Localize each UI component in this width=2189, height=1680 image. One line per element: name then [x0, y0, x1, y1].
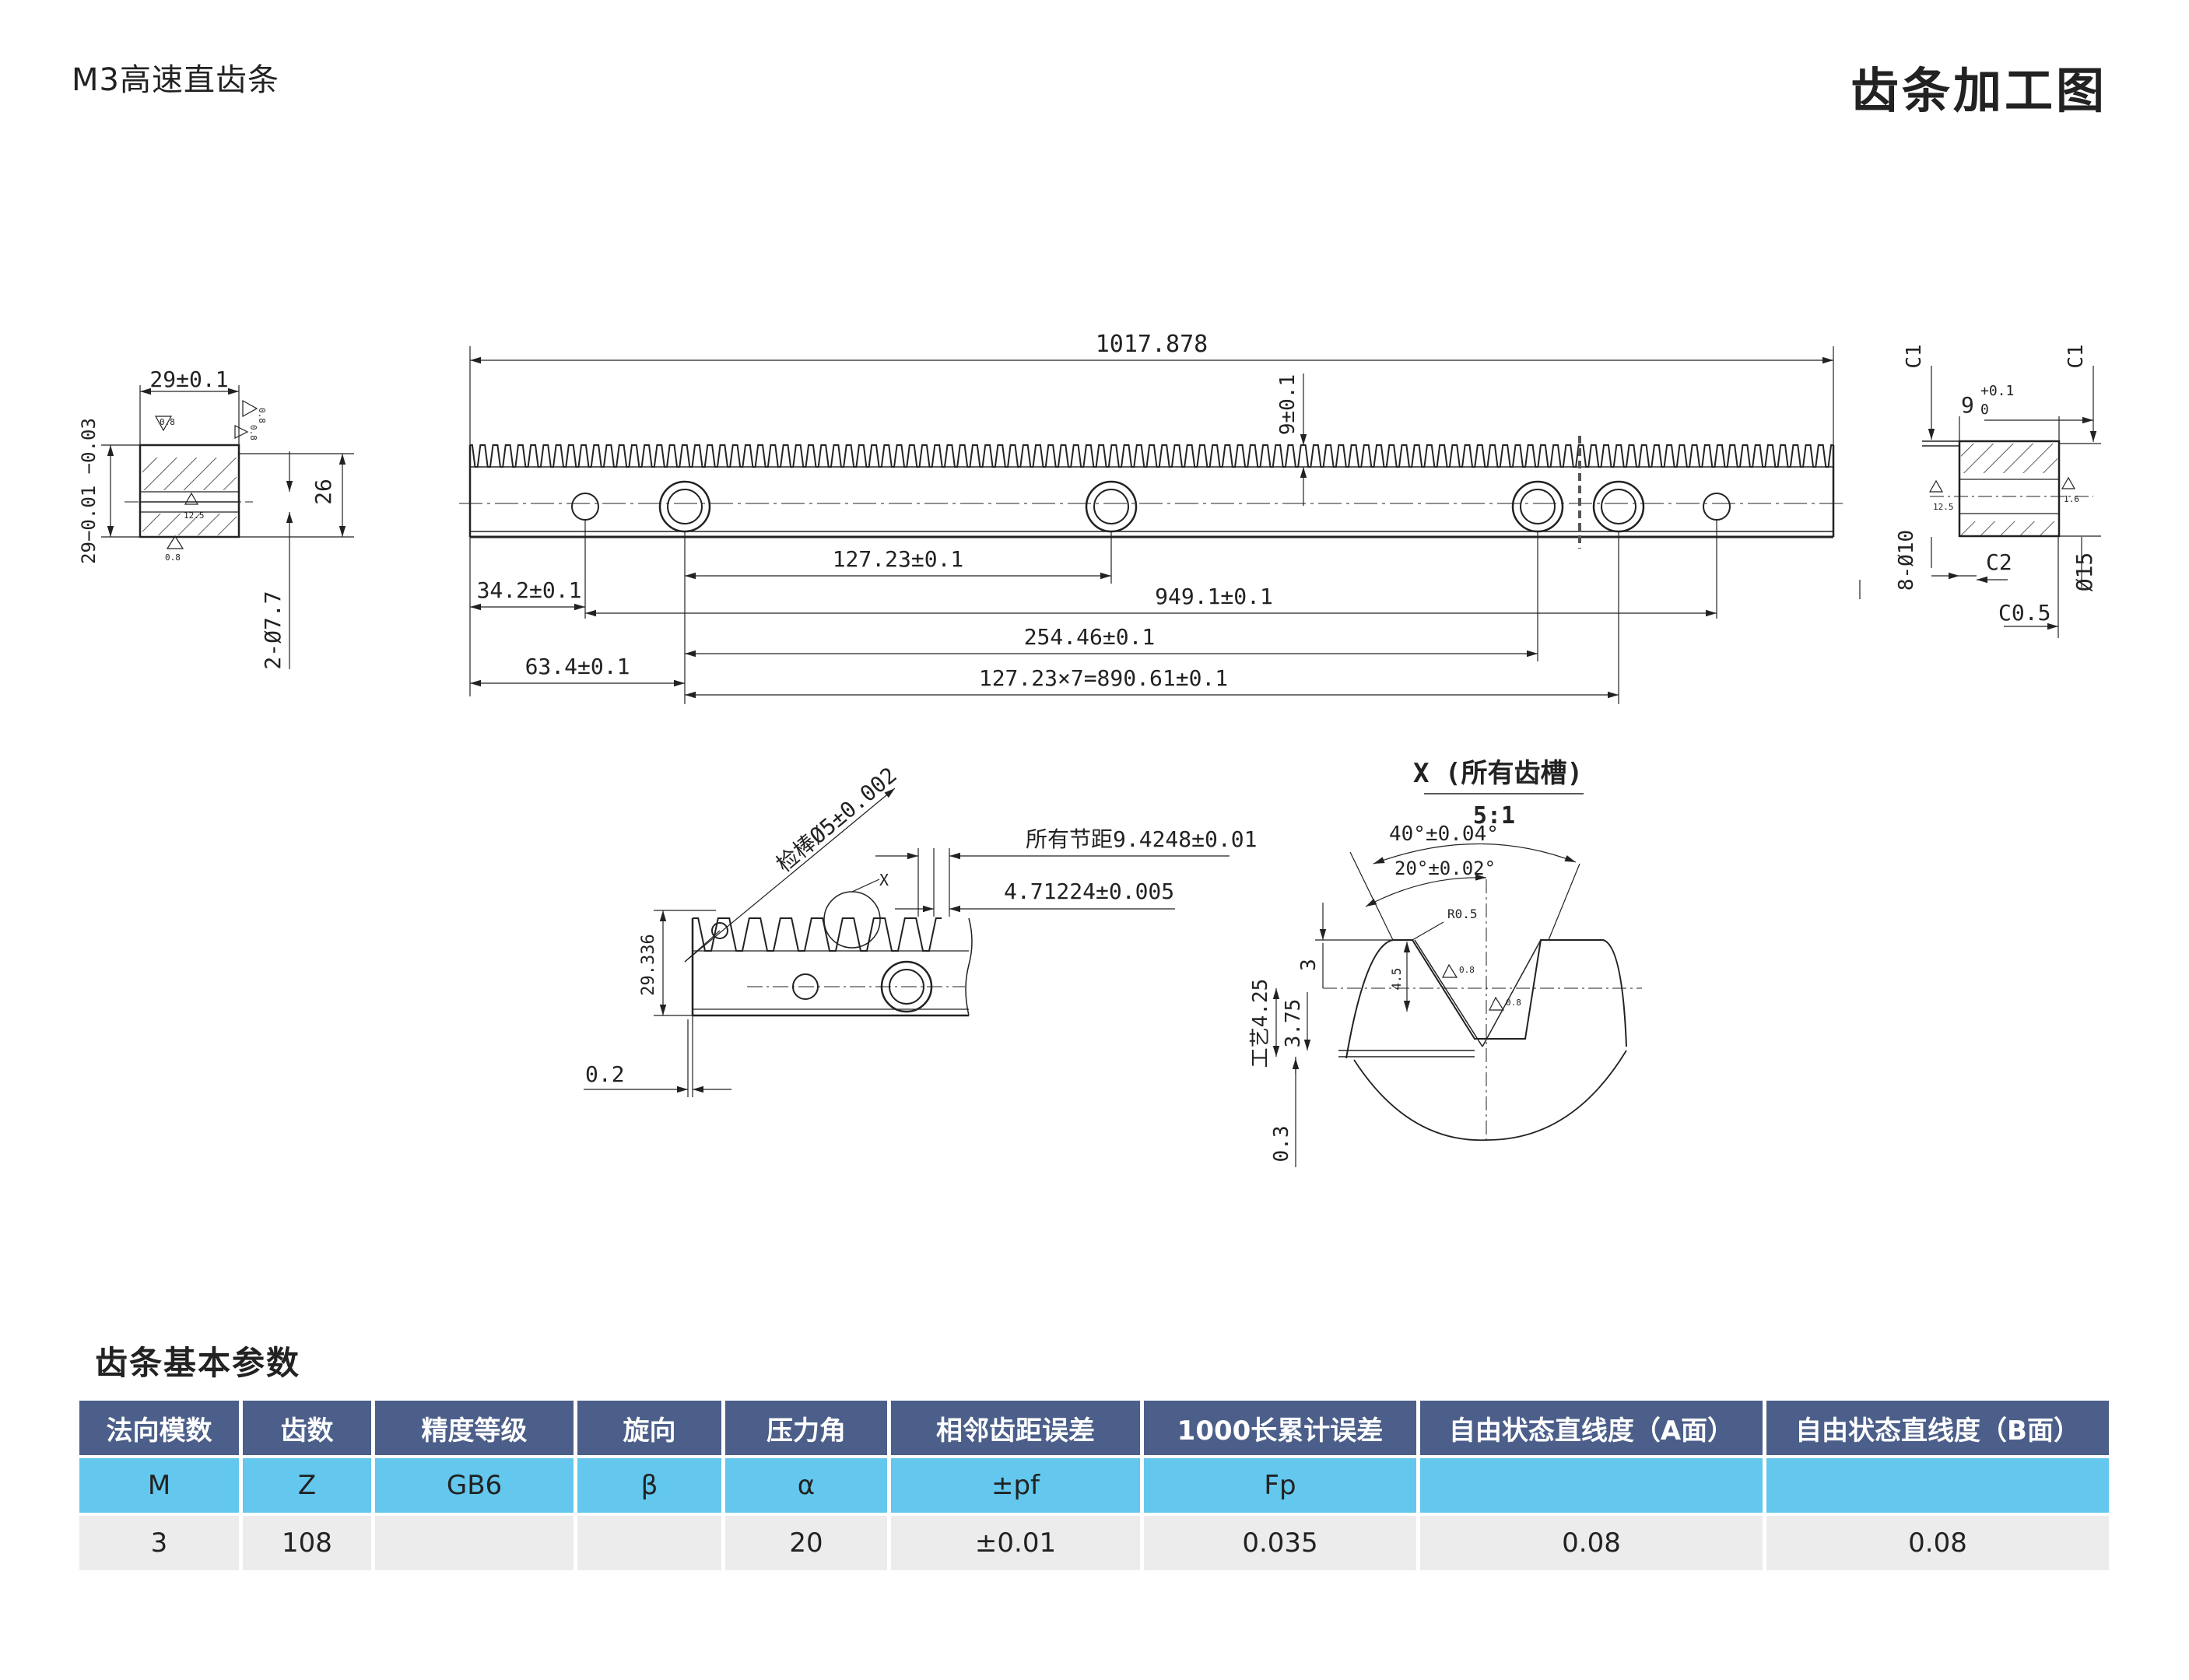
table-cell — [1420, 1458, 1763, 1513]
tooth-detail: X (所有齿槽) 5:1 40°±0.04° 20°±0.02° R0.5 4.… — [1249, 758, 1642, 1167]
roughness-mark: 0.8 — [160, 417, 175, 427]
tooth-detail-title: X (所有齿槽) — [1413, 758, 1583, 789]
table-cell: α — [725, 1458, 887, 1513]
end-hole-dim: 8-Ø10 — [1895, 530, 1918, 591]
roughness-mark: 12.5 — [184, 510, 205, 521]
angle-20: 20°±0.02° — [1394, 858, 1496, 879]
dim-4-5: 4.5 — [1389, 968, 1404, 991]
table-cell: 0.08 — [1766, 1516, 2109, 1570]
table-cell — [577, 1516, 721, 1570]
table-cell: Z — [243, 1458, 371, 1513]
chamfer-c1-left: C1 — [1903, 344, 1926, 368]
roughness-mark: 0.8 — [248, 425, 258, 440]
dim-949: 949.1±0.1 — [1155, 584, 1273, 609]
radius-dim: R0.5 — [1447, 907, 1478, 921]
table-header: 法向模数 — [79, 1401, 239, 1455]
table-header: 自由状态直线度（B面） — [1766, 1401, 2109, 1455]
table-cell: GB6 — [375, 1458, 574, 1513]
end-view: C1 C1 9 +0.1 0 12.5 1.6 8-Ø10 C2 Ø15 C0.… — [1859, 344, 2101, 638]
chamfer-c05: C0.5 — [1998, 600, 2050, 626]
table-header: 压力角 — [725, 1401, 887, 1455]
half-pitch-dim: 4.71224±0.005 — [1004, 879, 1174, 904]
section-width-dim: 29±0.1 — [149, 367, 228, 392]
table-header: 1000长累计误差 — [1144, 1401, 1416, 1455]
roughness-mark: 12.5 — [1933, 502, 1954, 512]
section-height-26: 26 — [310, 479, 336, 505]
offset-dim: 0.2 — [585, 1061, 625, 1087]
params-table: 法向模数 齿数 精度等级 旋向 压力角 相邻齿距误差 1000长累计误差 自由状… — [75, 1398, 2113, 1573]
pitch-dim: 所有节距9.4248±0.01 — [1026, 826, 1257, 852]
dim-4-25: 工艺4.25 — [1249, 979, 1272, 1068]
table-header: 自由状态直线度（A面） — [1420, 1401, 1763, 1455]
technical-drawing: 29±0.1 29−0.01 −0.03 26 2-Ø7.7 0.8 0.8 0… — [78, 331, 2101, 1167]
detail-mark-x: X — [879, 871, 889, 889]
detail-height-dim: 29.336 — [639, 934, 658, 995]
dim-34: 34.2±0.1 — [477, 577, 582, 603]
dim-127: 127.23±0.1 — [833, 546, 964, 572]
end-depth-tol-lower: 0 — [1980, 402, 1989, 418]
tooth-height-dim: 9±0.1 — [1276, 374, 1300, 435]
section-view: 29±0.1 29−0.01 −0.03 26 2-Ø7.7 0.8 0.8 0… — [78, 367, 354, 670]
overall-length: 1017.878 — [1096, 331, 1209, 358]
angle-40: 40°±0.04° — [1389, 822, 1499, 846]
section-hole-dim: 2-Ø7.7 — [260, 591, 286, 669]
chamfer-c2: C2 — [1986, 549, 2012, 575]
dim-254: 254.46±0.1 — [1024, 624, 1156, 650]
table-row: M Z GB6 β α ±pf Fp — [79, 1458, 2109, 1513]
dim-3: 3 — [1297, 959, 1321, 971]
dim-890: 127.23×7=890.61±0.1 — [979, 665, 1228, 691]
params-heading: 齿条基本参数 — [95, 1344, 301, 1382]
chamfer-c1-right: C1 — [2064, 344, 2088, 368]
table-cell — [1766, 1458, 2109, 1513]
table-cell: 3 — [79, 1516, 239, 1570]
roughness-mark: 0.8 — [1459, 965, 1475, 975]
tooth-detail-scale: 5:1 — [1473, 802, 1515, 829]
roughness-mark: 1.6 — [2064, 494, 2079, 504]
table-cell: 0.035 — [1144, 1516, 1416, 1570]
table-header: 齿数 — [243, 1401, 371, 1455]
end-diameter-15: Ø15 — [2071, 552, 2097, 592]
page-title: 齿条加工图 — [1850, 62, 2107, 119]
dim-0-3: 0.3 — [1270, 1126, 1293, 1163]
table-row: 3 108 20 ±0.01 0.035 0.08 0.08 — [79, 1516, 2109, 1570]
pin-dim: 检棒Ø5±0.002 — [771, 762, 901, 877]
section-height-dim: 29−0.01 −0.03 — [78, 418, 100, 564]
table-cell: ±0.01 — [891, 1516, 1140, 1570]
table-header: 相邻齿距误差 — [891, 1401, 1140, 1455]
table-cell: 0.08 — [1420, 1516, 1763, 1570]
table-cell: Fp — [1144, 1458, 1416, 1513]
end-depth: 9 — [1961, 392, 1974, 418]
page-subtitle: M3高速直齿条 — [72, 62, 279, 98]
table-cell: 108 — [243, 1516, 371, 1570]
dim-63: 63.4±0.1 — [525, 654, 630, 679]
end-depth-tol-upper: +0.1 — [1980, 383, 2014, 399]
table-header: 旋向 — [577, 1401, 721, 1455]
dim-3-75: 3.75 — [1282, 999, 1305, 1048]
table-header-row: 法向模数 齿数 精度等级 旋向 压力角 相邻齿距误差 1000长累计误差 自由状… — [79, 1401, 2109, 1455]
table-cell: M — [79, 1458, 239, 1513]
table-cell: 20 — [725, 1516, 887, 1570]
table-cell: ±pf — [891, 1458, 1140, 1513]
table-header: 精度等级 — [375, 1401, 574, 1455]
main-view: 1017.878 9±0.1 127.23±0.1 34.2±0.1 949.1… — [459, 331, 1844, 704]
table-cell — [375, 1516, 574, 1570]
roughness-mark: 0.8 — [1506, 998, 1521, 1008]
table-cell: β — [577, 1458, 721, 1513]
detail-view: 检棒Ø5±0.002 X 所有节距9.4248±0.01 4.71224±0.0… — [584, 762, 1257, 1097]
roughness-mark: 0.8 — [165, 552, 181, 563]
roughness-mark: 0.8 — [257, 408, 267, 423]
